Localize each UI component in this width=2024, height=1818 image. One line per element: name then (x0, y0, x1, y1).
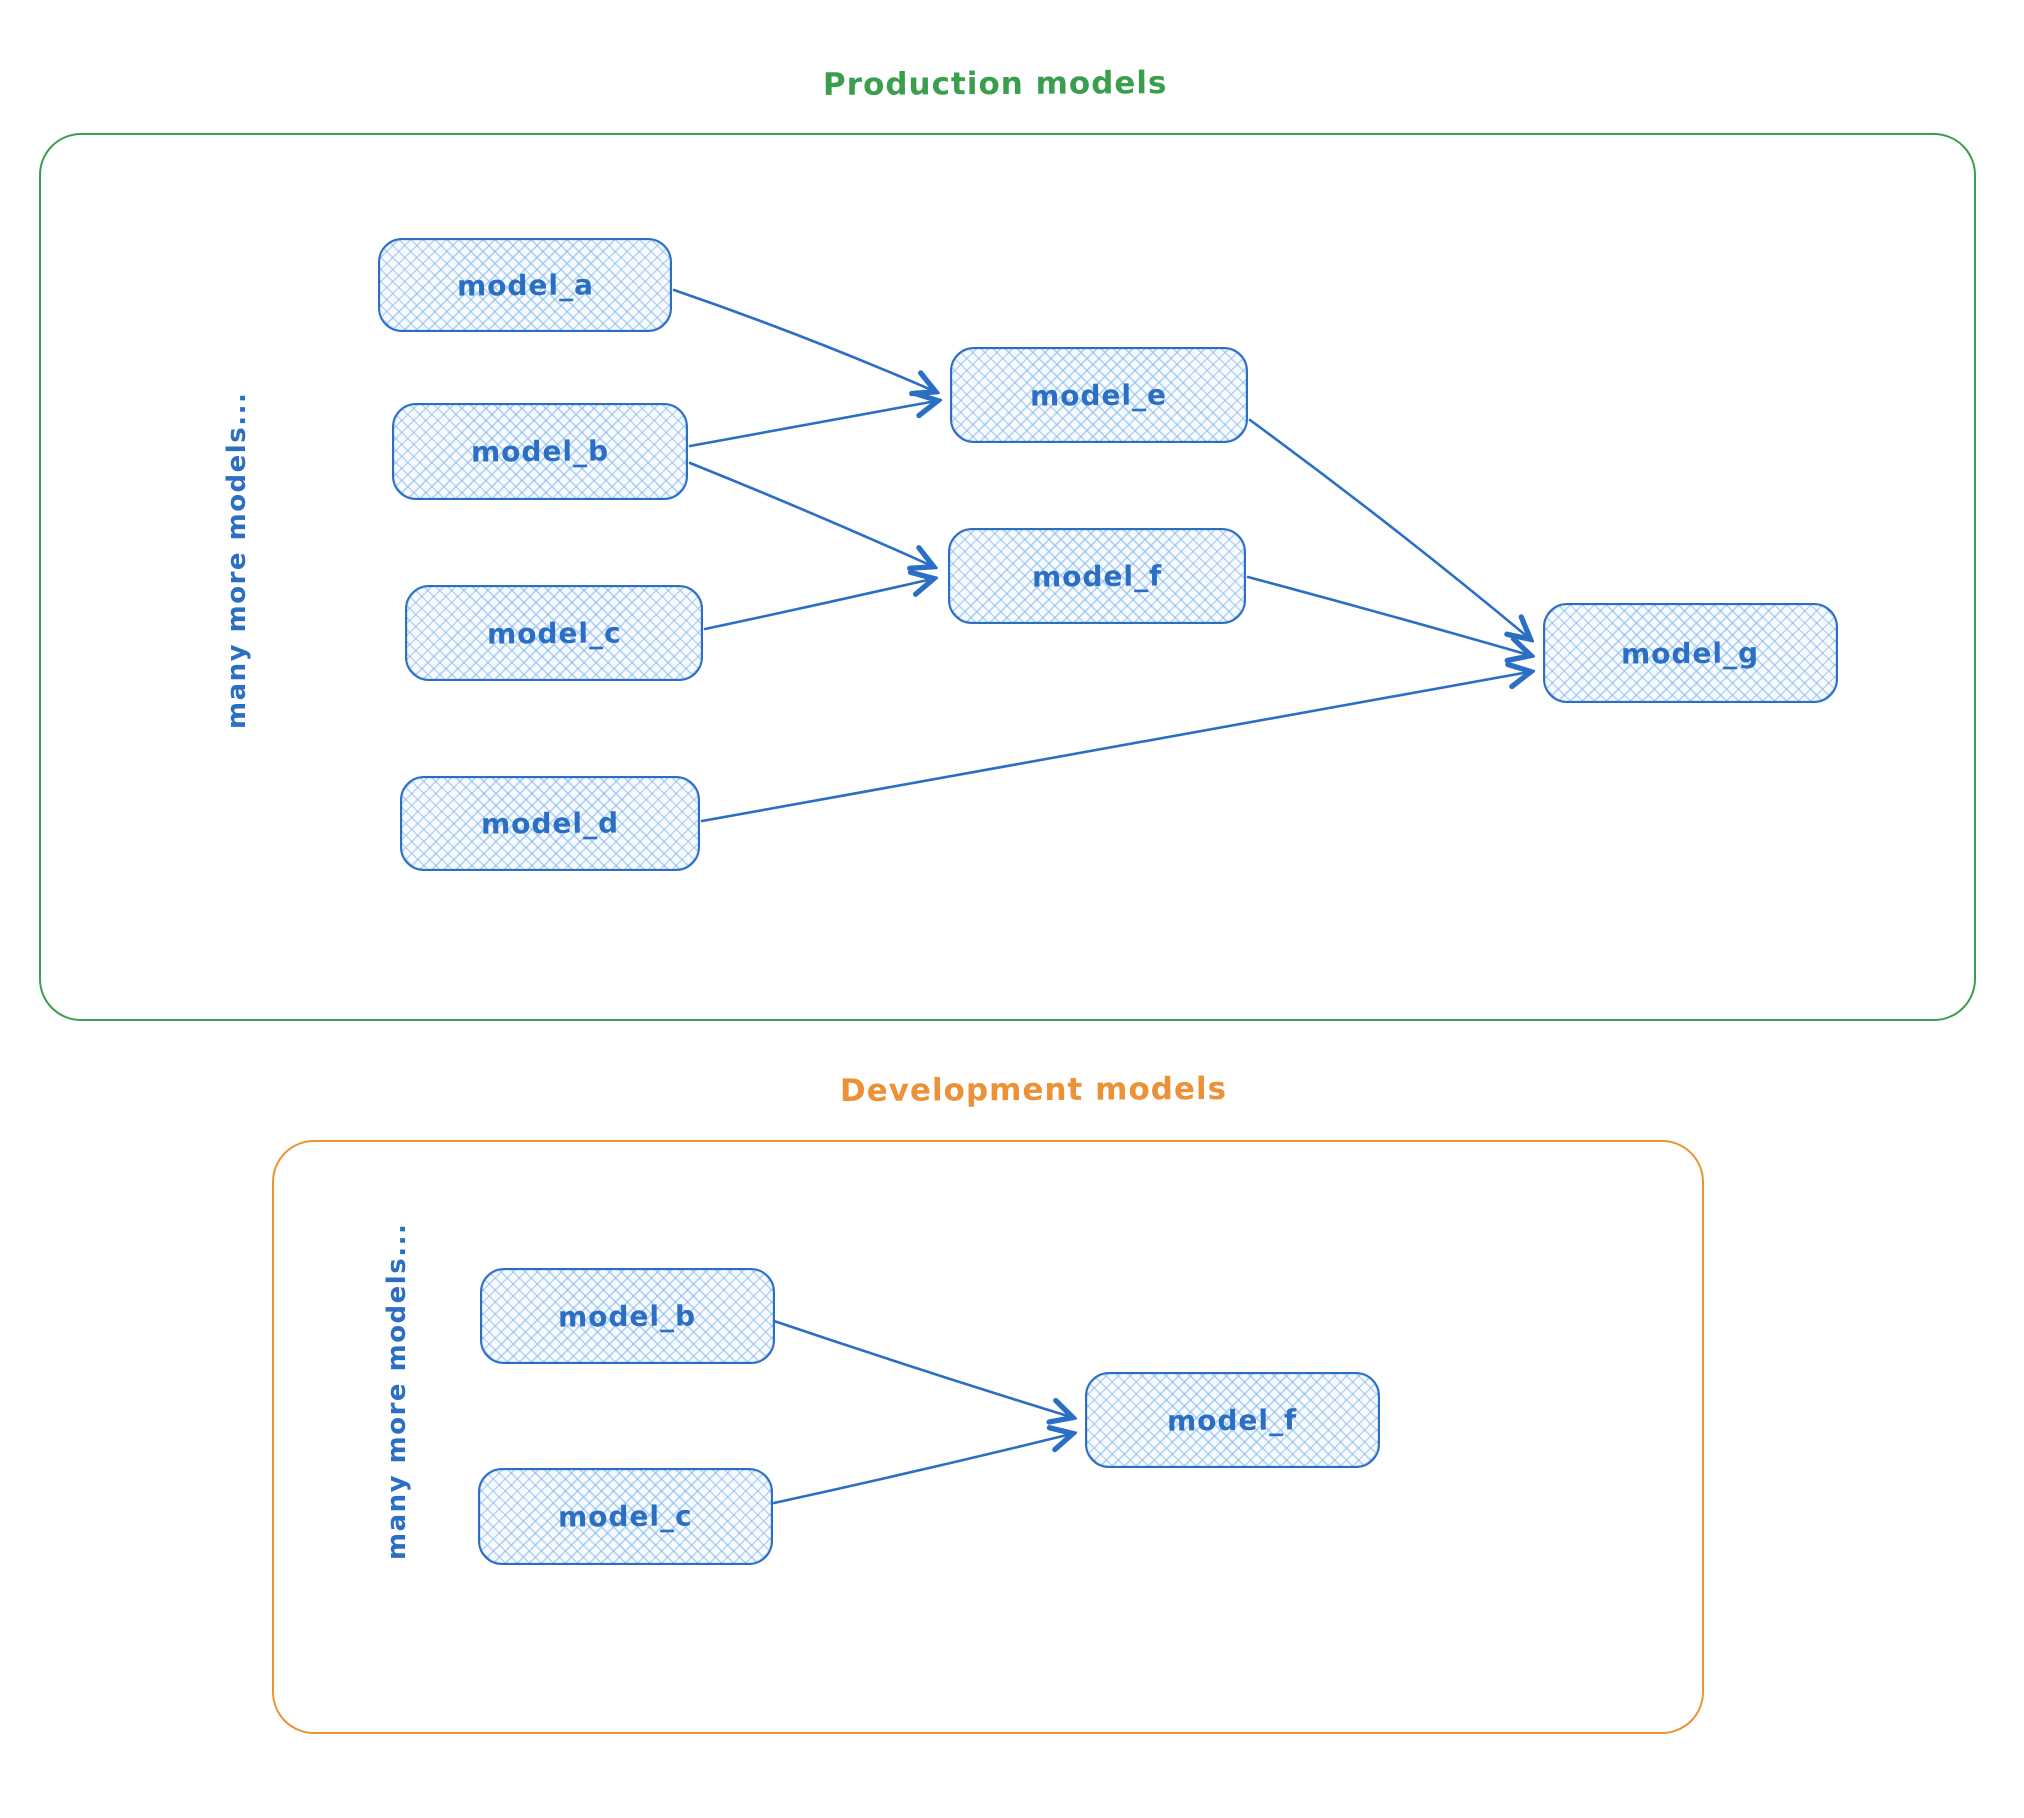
production-section-title: Production models (822, 65, 1168, 103)
node-production-model-g: model_g (1543, 603, 1838, 703)
node-production-model-a: model_a (378, 238, 672, 332)
node-label-model-e: model_e (1030, 377, 1168, 413)
node-label-dev-model-c: model_c (558, 1499, 693, 1534)
node-development-model-c: model_c (478, 1468, 773, 1565)
development-section-title: Development models (839, 1070, 1228, 1110)
node-label-dev-model-f: model_f (1167, 1402, 1298, 1438)
node-label-dev-model-b: model_b (558, 1298, 697, 1334)
node-development-model-f: model_f (1085, 1372, 1380, 1468)
production-container (39, 133, 1976, 1021)
node-label-model-a: model_a (456, 267, 594, 303)
node-production-model-d: model_d (400, 776, 700, 871)
node-label-model-c: model_c (486, 615, 622, 651)
node-label-model-d: model_d (480, 806, 620, 841)
node-production-model-e: model_e (950, 347, 1248, 443)
node-development-model-b: model_b (480, 1268, 775, 1364)
node-production-model-b: model_b (392, 403, 688, 500)
node-label-model-g: model_g (1621, 635, 1760, 671)
node-label-model-f: model_f (1031, 558, 1163, 594)
node-production-model-c: model_c (405, 585, 703, 681)
production-side-label: many more models... (222, 391, 252, 729)
development-side-label: many more models... (382, 1222, 412, 1560)
development-container (272, 1140, 1704, 1734)
node-label-model-b: model_b (470, 434, 610, 469)
node-production-model-f: model_f (948, 528, 1246, 624)
